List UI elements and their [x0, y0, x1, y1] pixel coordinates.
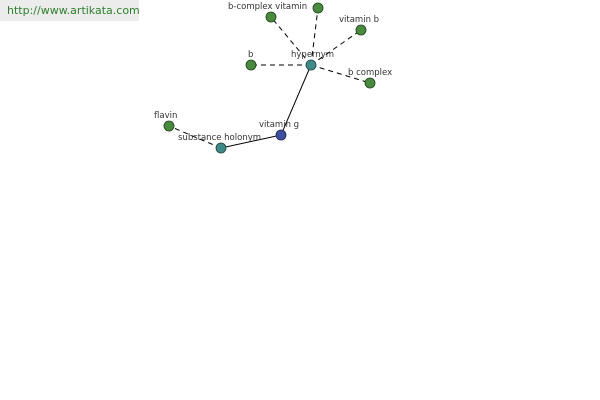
label-vitamin-b: vitamin b [339, 15, 379, 25]
node-substance-holonym[interactable] [215, 142, 227, 154]
edge-hypernym-b-complex [310, 64, 371, 84]
label-substance-holonym: substance holonym [178, 133, 261, 143]
node-hypernym[interactable] [305, 59, 317, 71]
node-b[interactable] [245, 59, 257, 71]
node-b-complex-vitamin[interactable] [265, 11, 277, 23]
node-vitamin-g[interactable] [275, 129, 287, 141]
edge-hypernym-vitamin-b-left [310, 7, 319, 66]
label-b: b [248, 50, 253, 60]
site-url-link[interactable]: http://www.artikata.com [0, 0, 140, 21]
node-b-complex[interactable] [364, 77, 376, 89]
edge-hypernym-vitamin-b [310, 29, 362, 66]
label-flavin: flavin [154, 111, 177, 121]
label-b-complex-vitamin: b-complex vitamin [228, 2, 307, 12]
node-flavin[interactable] [163, 120, 175, 132]
node-vitamin-b[interactable] [355, 24, 367, 36]
node-b-complex-vitamin-2[interactable] [312, 2, 324, 14]
label-vitamin-g: vitamin g [259, 120, 299, 130]
edge-vitamin-g-substance-holonym [220, 134, 282, 149]
label-hypernym: hypernym [291, 50, 334, 60]
edge-substance-holonym-flavin [168, 125, 222, 149]
edge-hypernym-b-complex-vitamin [270, 16, 312, 66]
label-b-complex: b complex [348, 68, 392, 78]
edge-vitamin-g-hypernym [280, 64, 312, 136]
